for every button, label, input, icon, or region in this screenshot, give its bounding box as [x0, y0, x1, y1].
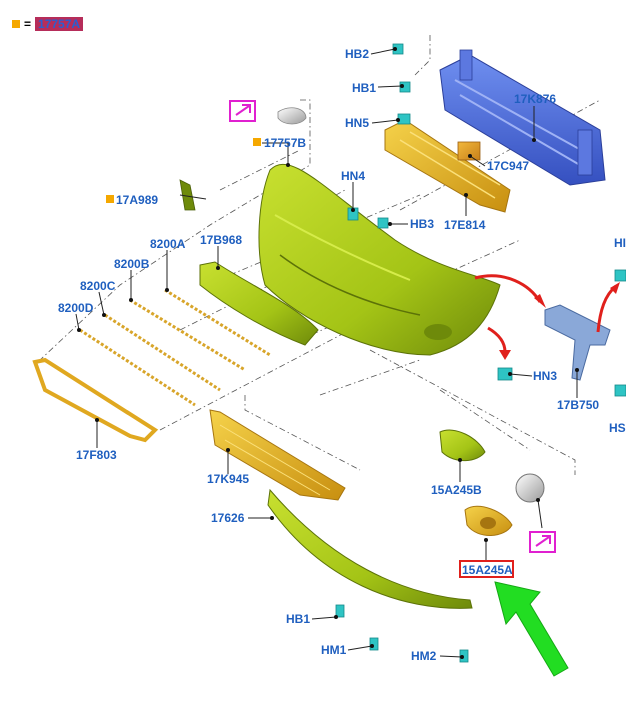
- frame-17f803-shape: [32, 357, 159, 443]
- reference-icon-bottom: [529, 531, 556, 553]
- label-hn5: HN5: [345, 116, 369, 130]
- label-hs-edge: HS: [609, 421, 626, 435]
- label-hn4: HN4: [341, 169, 365, 183]
- label-17757b: 17757B: [264, 136, 306, 150]
- label-8200d: 8200D: [58, 301, 94, 315]
- label-17a989: 17A989: [116, 193, 158, 207]
- label-hb1-top: HB1: [352, 81, 376, 95]
- label-8200a: 8200A: [150, 237, 186, 251]
- fasteners: [335, 43, 626, 663]
- fog-lamp-shape: [515, 473, 545, 503]
- bracket-17c947-shape: [457, 141, 481, 161]
- bumper-cover-shape: [258, 164, 501, 356]
- label-17f803: 17F803: [76, 448, 117, 462]
- energy-absorber-shape: [384, 119, 511, 213]
- grille-17b968-shape: [199, 261, 319, 346]
- label-hm1: HM1: [321, 643, 347, 657]
- label-17626: 17626: [211, 511, 245, 525]
- label-15a245a: 15A245A: [462, 563, 513, 577]
- label-17b750: 17B750: [557, 398, 599, 412]
- lower-lip-17626-shape: [267, 488, 473, 609]
- legend-marker-square: [12, 20, 20, 28]
- label-17c947: 17C947: [487, 159, 529, 173]
- label-hm2: HM2: [411, 649, 437, 663]
- label-8200c: 8200C: [80, 279, 116, 293]
- part-markers: [106, 138, 261, 203]
- label-hb3: HB3: [410, 217, 434, 231]
- fog-lamp-bezel-15a245a-shape: [464, 505, 513, 536]
- bracket-17b750-shape: [544, 304, 611, 381]
- moulding-strips-shape: [79, 288, 271, 407]
- label-hn3: HN3: [533, 369, 557, 383]
- reinforcement-beam-shape: [439, 49, 606, 186]
- reflector-shape: [277, 107, 307, 125]
- label-17e814: 17E814: [444, 218, 486, 232]
- legend: = 17757A: [12, 17, 84, 31]
- legend-code-highlighted: 17757A: [35, 17, 84, 31]
- label-hb1-bottom: HB1: [286, 612, 310, 626]
- lower-grille-17k945-shape: [209, 409, 346, 501]
- fog-lamp-bezel-15a245b-shape: [439, 429, 486, 462]
- legend-equals: =: [24, 17, 32, 31]
- green-arrow: [494, 581, 569, 677]
- reference-icon-top: [229, 100, 256, 122]
- label-17b968: 17B968: [200, 233, 242, 247]
- label-15a245b: 15A245B: [431, 483, 482, 497]
- bracket-17a989-shape: [179, 179, 196, 211]
- highlight-box: [459, 560, 514, 578]
- leader-lines: [75, 47, 579, 659]
- part-labels: HB2 HB1 HN5 17K876 17757B 17C947 17A989 …: [58, 47, 626, 663]
- label-17k876: 17K876: [514, 92, 556, 106]
- label-hi-edge: HI: [614, 236, 626, 250]
- red-arrow-heads: [499, 282, 620, 360]
- label-hb2: HB2: [345, 47, 369, 61]
- label-8200b: 8200B: [114, 257, 150, 271]
- label-17k945: 17K945: [207, 472, 249, 486]
